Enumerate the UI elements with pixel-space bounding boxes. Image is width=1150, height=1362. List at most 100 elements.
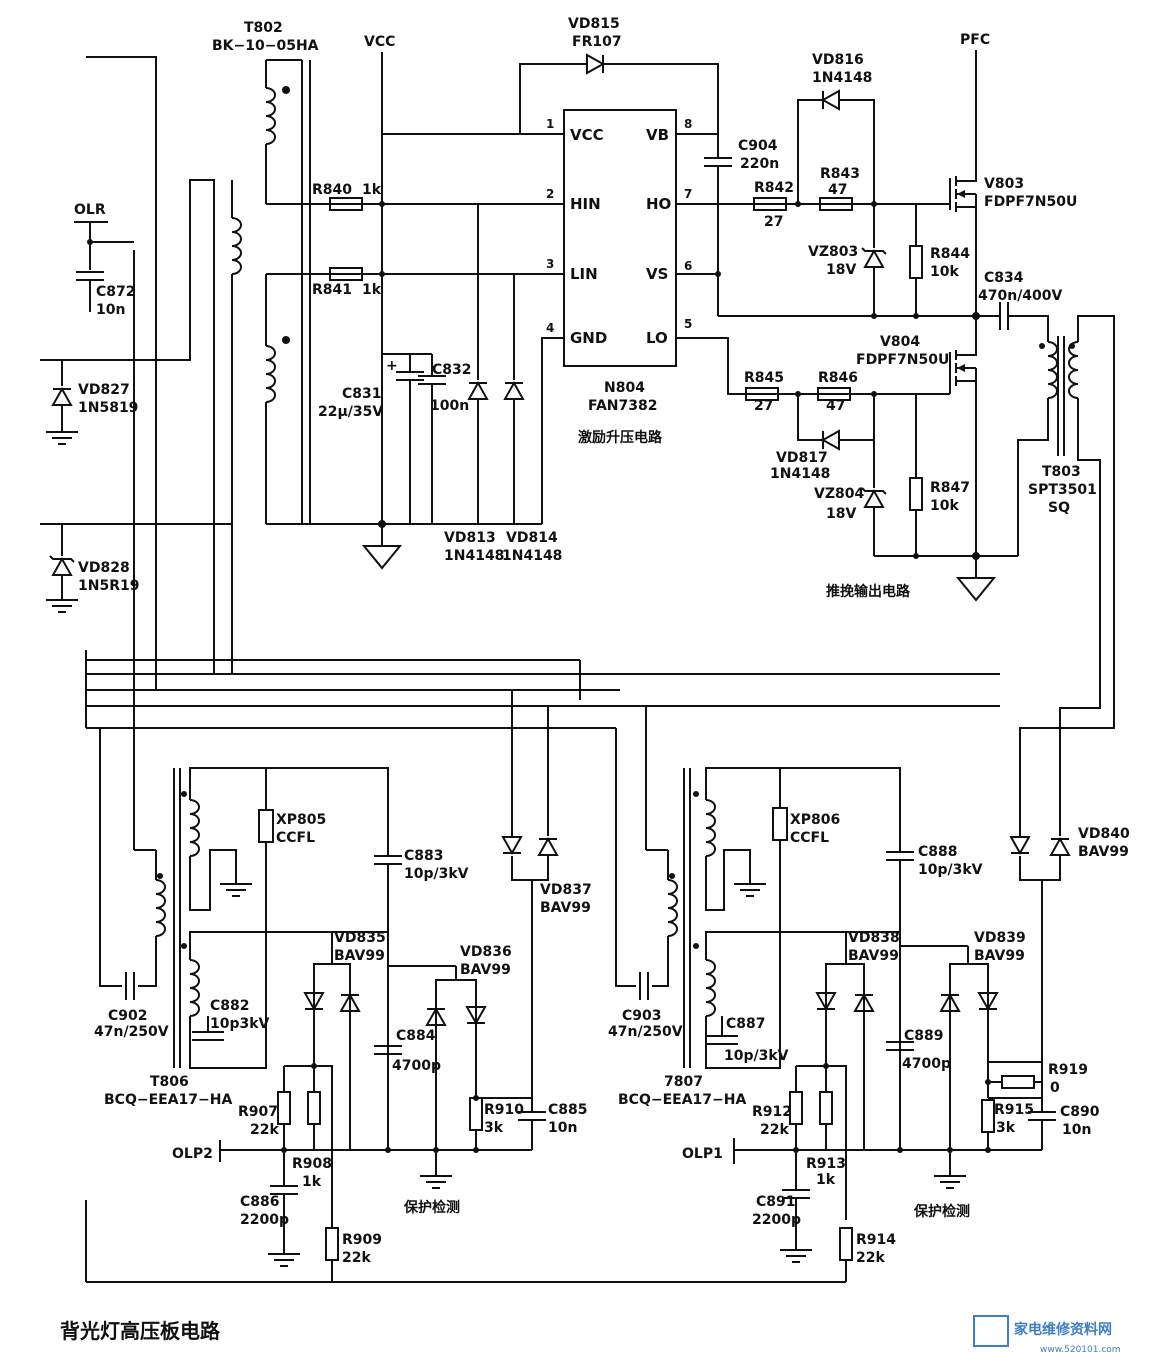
c832-val: 100n — [430, 398, 469, 414]
pin-6: 6 — [684, 259, 692, 273]
r844-ref: R844 — [930, 246, 970, 262]
c872-val: 10n — [96, 302, 125, 318]
diode-vd828: VD828 1N5R19 — [45, 524, 139, 613]
vz803-val: 18V — [826, 262, 856, 278]
transformer-t806: T806 BCQ−EEA17−HA — [104, 767, 389, 1108]
pin-gnd-label: GND — [570, 329, 607, 347]
c888-ref: C888 — [918, 844, 958, 860]
vd837-ref: VD837 — [540, 882, 592, 898]
v804-part: FDPF7N50U — [856, 352, 949, 368]
r909-val: 22k — [342, 1250, 371, 1266]
vd827-part: 1N5819 — [78, 400, 138, 416]
r846-ref: R846 — [818, 370, 858, 386]
pin-1: 1 — [546, 117, 554, 131]
r908-val: 1k — [302, 1174, 322, 1190]
c834-val: 470n/400V — [978, 288, 1063, 304]
capacitor-c904: C904 220n — [676, 133, 779, 316]
block-driver-label: 激励升压电路 — [578, 429, 663, 446]
olr-label: OLR — [74, 202, 106, 218]
c890-val: 10n — [1062, 1122, 1091, 1138]
r915-ref: R915 — [994, 1102, 1034, 1118]
pin-vcc-label: VCC — [570, 126, 604, 144]
transformer-t802: T802 BK−10−05HA — [212, 20, 319, 524]
pin-vs-label: VS — [646, 265, 668, 283]
c889-val: 4700p — [902, 1056, 951, 1072]
r841-val: 1k — [362, 282, 382, 298]
capacitor-c889: C889 4700p — [885, 1028, 951, 1072]
capacitor-c890: C890 10n — [988, 1062, 1100, 1150]
svg-text:+: + — [386, 358, 398, 374]
vz804-ref: VZ804 — [814, 486, 864, 502]
c883-val: 10p/3kV — [404, 866, 469, 882]
r907-val: 22k — [250, 1122, 279, 1138]
capacitor-c834: C834 470n/400V — [978, 270, 1063, 342]
vd838-part: BAV99 — [848, 948, 899, 964]
resistor-r910: R910 3k — [469, 1095, 524, 1150]
c832-ref: C832 — [432, 362, 472, 378]
resistor-r919: R919 0 — [985, 1061, 1088, 1096]
r840-ref: R840 — [312, 182, 352, 198]
t803-part1: SPT3501 — [1028, 482, 1097, 498]
vd816-part: 1N4148 — [812, 70, 872, 86]
diode-vd840: VD840 BAV99 — [1010, 826, 1130, 1062]
pin-3: 3 — [546, 257, 554, 271]
c886-val: 2200p — [240, 1212, 289, 1228]
lamp-xp805: XP805 CCFL — [258, 768, 326, 932]
xp806-ref: XP806 — [790, 812, 840, 828]
r907-ref: R907 — [238, 1104, 278, 1120]
r914-val: 22k — [856, 1250, 885, 1266]
ic-n804: VCC HIN LIN GND VB HO VS LO 1 2 3 4 8 7 … — [546, 109, 692, 446]
block-pushpull-label: 推挽输出电路 — [826, 583, 911, 600]
c831-ref: C831 — [342, 386, 382, 402]
r842-val: 27 — [764, 214, 783, 230]
v804-ref: V804 — [880, 334, 920, 350]
pin-7: 7 — [684, 187, 692, 201]
resistor-r915: R915 3k — [981, 1099, 1034, 1150]
vd836-ref: VD836 — [460, 944, 512, 960]
vcc-net: VCC — [363, 34, 564, 569]
vd837-part: BAV99 — [540, 900, 591, 916]
vd828-ref: VD828 — [78, 560, 130, 576]
protect-left-label: 保护检测 — [403, 1199, 460, 1216]
r915-val: 3k — [996, 1120, 1016, 1136]
pin-5: 5 — [684, 317, 692, 331]
diode-vd813: VD813 1N4148 — [444, 204, 504, 564]
n804-part: FAN7382 — [588, 398, 657, 414]
vd835-part: BAV99 — [334, 948, 385, 964]
pin-2: 2 — [546, 187, 554, 201]
n804-ref: N804 — [604, 380, 645, 396]
t802-ref: T802 — [244, 20, 283, 36]
capacitor-c832: C832 100n — [410, 353, 472, 524]
mosfet-v803: PFC V803 FDPF7N50U — [916, 32, 1077, 342]
pin-hin-label: HIN — [570, 195, 601, 213]
diode-vd835: VD835 BAV99 — [304, 930, 386, 1150]
t806-ref: T806 — [150, 1074, 189, 1090]
r912-val: 22k — [760, 1122, 789, 1138]
r910-ref: R910 — [484, 1102, 524, 1118]
vz803-ref: VZ803 — [808, 244, 858, 260]
vd813-ref: VD813 — [444, 530, 496, 546]
c889-ref: C889 — [904, 1028, 944, 1044]
pin-ho-label: HO — [646, 195, 671, 213]
c831-val: 22μ/35V — [318, 404, 383, 420]
r912-ref: R912 — [752, 1104, 792, 1120]
protect-right-label: 保护检测 — [913, 1203, 970, 1220]
r913-val: 1k — [816, 1172, 836, 1188]
vz804-val: 18V — [826, 506, 856, 522]
resistor-r840: R840 1k — [266, 182, 564, 211]
olp2-label: OLP2 — [172, 1146, 213, 1162]
r841-ref: R841 — [312, 282, 352, 298]
watermark-text: 家电维修资料网 — [1014, 1321, 1112, 1338]
c887-val: 10p/3kV — [724, 1048, 789, 1064]
c903-ref: C903 — [622, 1008, 662, 1024]
xp805-part: CCFL — [276, 830, 315, 846]
vd828-part: 1N5R19 — [78, 578, 139, 594]
mosfet-v804: V804 FDPF7N50U — [856, 334, 977, 556]
t807-ref: 7807 — [664, 1074, 703, 1090]
pfc-label: PFC — [960, 32, 990, 48]
capacitor-c903: C903 47n/250V — [608, 971, 683, 1040]
vd817-part: 1N4148 — [770, 466, 830, 482]
xp806-part: CCFL — [790, 830, 829, 846]
watermark: 家电维修资料网 www.520101.com — [973, 1315, 1121, 1355]
